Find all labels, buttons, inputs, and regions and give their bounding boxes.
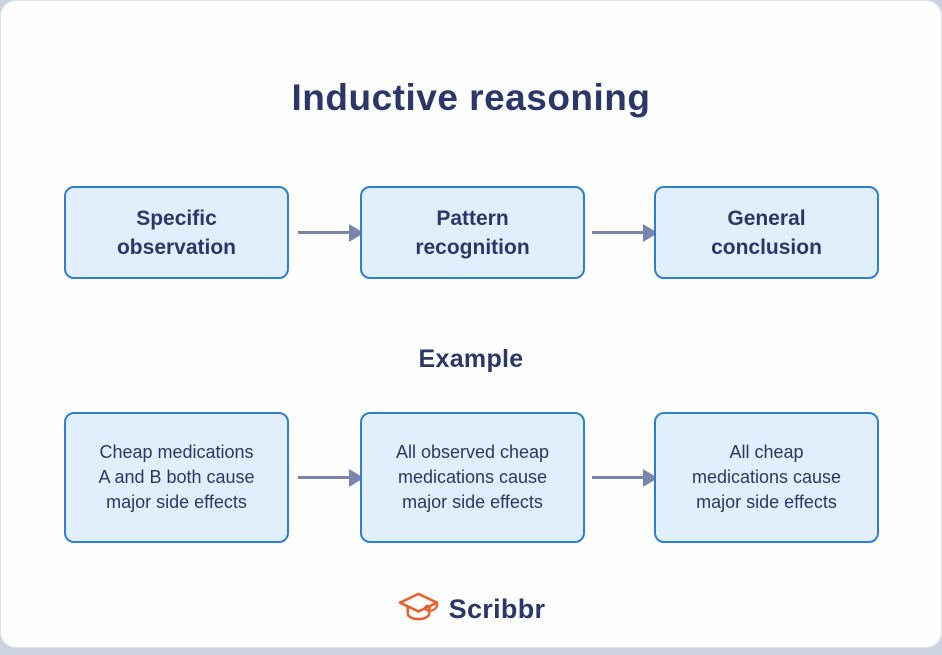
example-step-conclusion: All cheap medications cause major side e… — [654, 412, 879, 543]
arrow-right-icon — [592, 468, 658, 487]
step-label-line: Pattern — [436, 206, 509, 230]
arrow-right-icon — [592, 223, 658, 242]
step-label-line: observation — [116, 235, 237, 259]
step-label-line: General — [727, 206, 806, 230]
arrow-right-icon — [298, 223, 364, 242]
step-label-line: A and B both cause — [98, 467, 255, 487]
step-label-line: recognition — [415, 235, 530, 259]
page-title: Inductive reasoning — [291, 77, 651, 118]
step-label-line: major side effects — [696, 492, 837, 512]
step-label-line: medications cause — [397, 467, 548, 487]
step-label-line: major side effects — [402, 492, 543, 512]
step-label-line: conclusion — [711, 235, 822, 259]
step-label-line: All observed cheap — [395, 442, 550, 462]
step-label-line: All cheap — [729, 442, 804, 462]
step-label-line: Cheap medications — [99, 442, 254, 462]
brand-name: Scribbr — [448, 594, 546, 624]
example-step-pattern: All observed cheap medications cause maj… — [360, 412, 585, 543]
example-heading: Example — [418, 345, 524, 373]
flow-step-pattern-recognition: Pattern recognition — [360, 186, 585, 279]
flow-step-general-conclusion: General conclusion — [654, 186, 879, 279]
arrow-right-icon — [298, 468, 364, 487]
flow-step-specific-observation: Specific observation — [64, 186, 289, 279]
graduation-cap-icon — [398, 592, 438, 621]
example-step-observation: Cheap medications A and B both cause maj… — [64, 412, 289, 543]
step-label-line: major side effects — [106, 492, 247, 512]
step-label-line: Specific — [136, 206, 217, 230]
scribbr-logo: Scribbr — [1, 590, 941, 629]
step-label-line: medications cause — [691, 467, 842, 487]
